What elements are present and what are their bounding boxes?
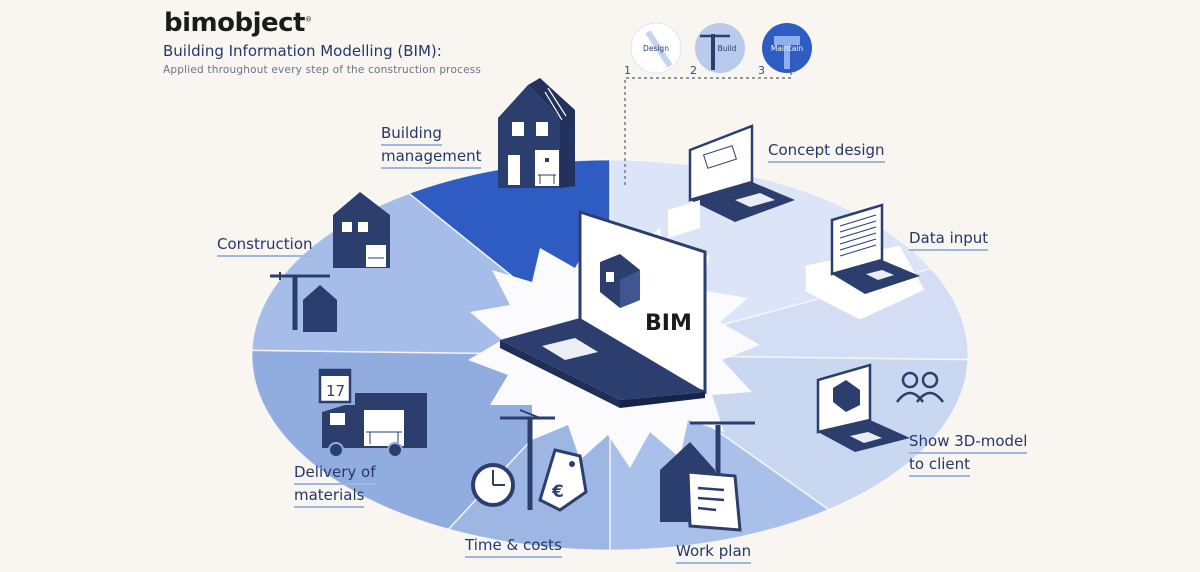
label-time-costs: Time & costs bbox=[465, 535, 562, 558]
label-construction: Construction bbox=[217, 234, 313, 257]
label-delivery-of-materials: Delivery of materials bbox=[294, 462, 376, 509]
label-delivery-line1: Delivery of bbox=[294, 462, 376, 485]
stage-maintain: Maintain bbox=[762, 23, 812, 73]
stage-design: Design bbox=[630, 22, 682, 74]
calendar-day: 17 bbox=[326, 382, 345, 400]
page-subtitle: Applied throughout every step of the con… bbox=[163, 64, 482, 76]
stage-connector bbox=[624, 70, 792, 185]
label-concept-design: Concept design bbox=[768, 140, 885, 163]
euro-symbol: € bbox=[551, 482, 564, 502]
show-3d-model-icon bbox=[816, 363, 945, 452]
label-work-plan: Work plan bbox=[676, 541, 752, 564]
stage-design-label: Design bbox=[643, 44, 669, 53]
brand-name: bimobject bbox=[164, 8, 305, 38]
label-data-input: Data input bbox=[909, 228, 989, 251]
label-building-line1: Building bbox=[381, 123, 442, 146]
label-show-3d-line2: to client bbox=[909, 454, 971, 477]
time-costs-icon: € bbox=[471, 409, 588, 512]
construction-house-icon bbox=[333, 192, 390, 268]
stage-build: Build bbox=[695, 23, 745, 73]
brand-logo: bimobject® bbox=[164, 8, 312, 38]
stage-maintain-label: Maintain bbox=[771, 44, 804, 53]
stage-number-3: 3 bbox=[758, 64, 765, 77]
delivery-truck-icon: 17 bbox=[318, 368, 427, 458]
brand-registered-mark: ® bbox=[304, 15, 312, 24]
bim-label: BIM bbox=[645, 311, 692, 336]
concept-design-laptop-icon bbox=[668, 124, 795, 238]
label-show-3d-model: Show 3D-model to client bbox=[909, 431, 1028, 478]
data-input-laptop-icon bbox=[804, 203, 926, 321]
label-show-3d-line1: Show 3D-model bbox=[909, 431, 1028, 454]
building-management-house-icon bbox=[498, 78, 575, 188]
work-plan-icon bbox=[660, 421, 755, 532]
construction-crane-icon bbox=[270, 272, 337, 332]
stage-number-1: 1 bbox=[624, 64, 631, 77]
page-title: Building Information Modelling (BIM): bbox=[163, 42, 442, 60]
stage-number-2: 2 bbox=[690, 64, 697, 77]
label-delivery-line2: materials bbox=[294, 485, 365, 508]
bim-laptop: BIM bbox=[500, 209, 707, 408]
label-building-management: Building management bbox=[381, 123, 482, 170]
label-building-line2: management bbox=[381, 146, 482, 169]
stage-build-label: Build bbox=[718, 44, 737, 53]
